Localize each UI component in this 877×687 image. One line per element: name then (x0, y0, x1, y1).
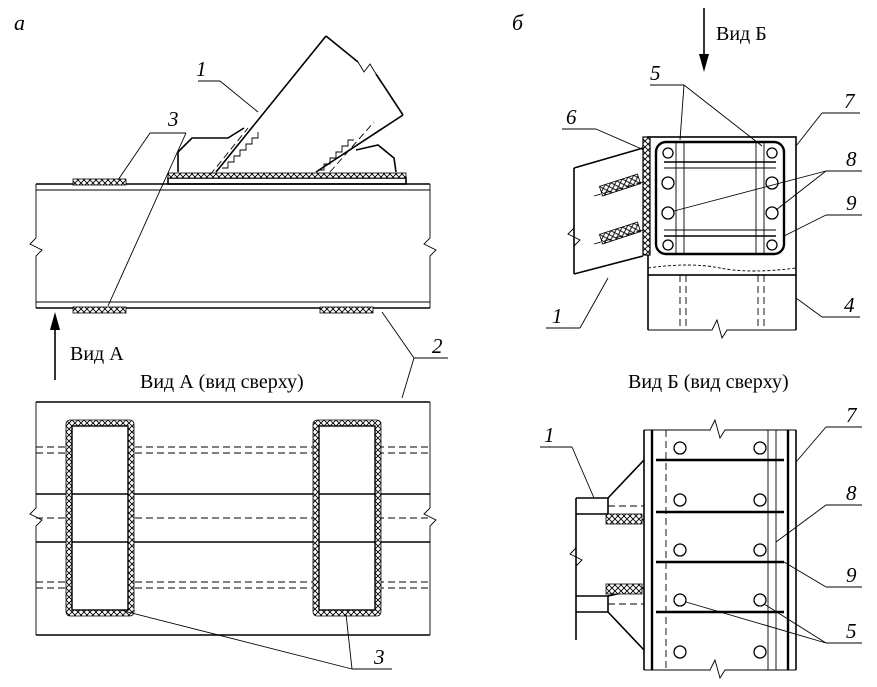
panel-label-a: а (14, 10, 25, 35)
callout-a-3-bottom: 3 (373, 645, 385, 669)
brace-plan-b (569, 459, 645, 651)
callout-a-2: 2 (432, 334, 443, 358)
view-a-arrow (50, 312, 60, 380)
callout-a-3-top: 3 (167, 107, 179, 131)
callout-b-8-top: 8 (846, 147, 857, 171)
callout-b-5-top: 5 (650, 61, 661, 85)
callout-b-7-bottom: 7 (846, 403, 858, 427)
weld-bottom-right (319, 306, 374, 314)
beam-side-view (29, 183, 437, 309)
callout-b-6: 6 (566, 105, 577, 129)
view-b-arrow-label: Вид Б (716, 23, 767, 45)
callout-a-1: 1 (196, 57, 207, 81)
plate-left-plan (65, 419, 135, 617)
column-plan-view (643, 418, 797, 680)
gusset-plate (167, 127, 407, 185)
callout-b-4: 4 (844, 293, 855, 317)
callout-b-8-bottom: 8 (846, 481, 857, 505)
view-b-arrow (699, 8, 709, 72)
panel-label-b: б (512, 10, 524, 35)
weld-top-left (72, 178, 127, 186)
callout-b-1-top: 1 (552, 304, 563, 328)
callout-b-9-bottom: 9 (846, 563, 857, 587)
view-b-title: Вид Б (вид сверху) (628, 371, 789, 393)
brace-member (209, 35, 404, 176)
callout-b-1-bottom: 1 (544, 423, 555, 447)
callout-b-7-top: 7 (844, 89, 856, 113)
view-a-arrow-label: Вид А (70, 343, 124, 365)
callout-b-9-top: 9 (846, 191, 857, 215)
plate-right-plan (312, 419, 382, 617)
view-a-title: Вид А (вид сверху) (140, 371, 304, 393)
weld-bottom-left (72, 306, 127, 314)
brace-elevation-b (567, 147, 644, 275)
column-head-elevation (642, 136, 797, 340)
callout-b-5-bottom: 5 (846, 619, 857, 643)
